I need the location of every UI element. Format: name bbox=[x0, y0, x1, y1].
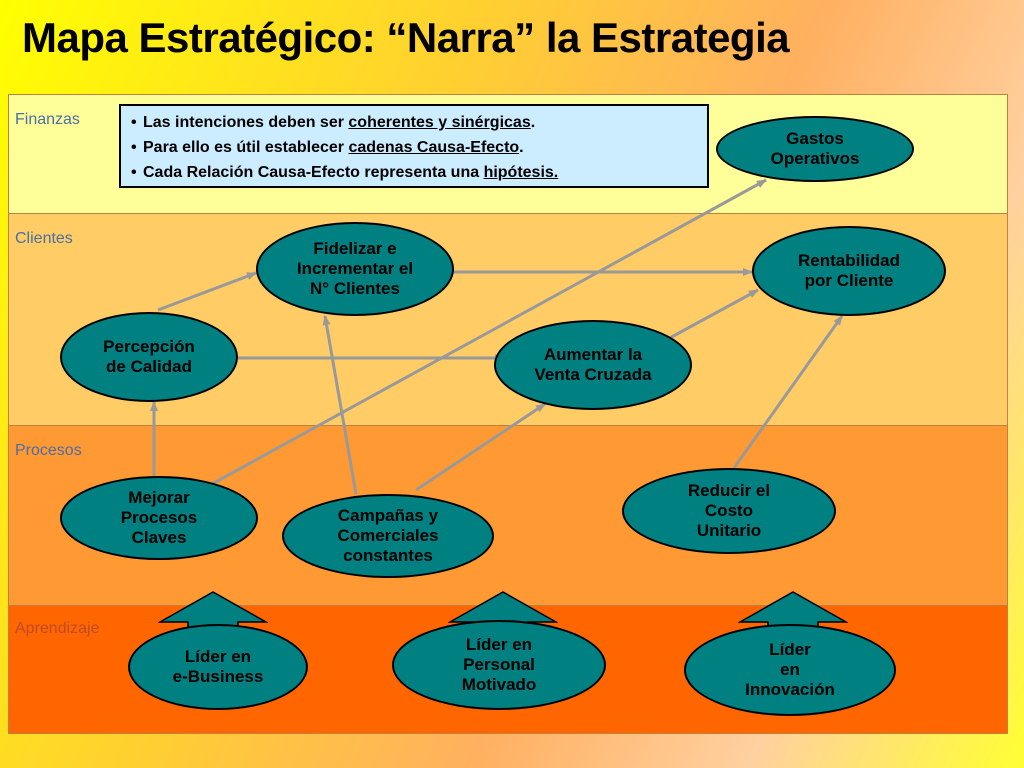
page-title: Mapa Estratégico: “Narra” la Estrategia bbox=[22, 14, 790, 61]
arrow-campanas-aumentar bbox=[415, 402, 546, 492]
note-emphasis: coherentes y sinérgicas bbox=[348, 114, 531, 131]
note-item: Las intenciones deben ser coherentes y s… bbox=[131, 110, 699, 135]
node-fidelizar: Fidelizar e Incrementar el N° Clientes bbox=[256, 222, 454, 316]
note-text: . bbox=[519, 139, 524, 156]
note-text: . bbox=[530, 114, 536, 131]
note-text: Las intenciones deben ser bbox=[143, 114, 349, 131]
note-item: Para ello es útil establecer cadenas Cau… bbox=[131, 135, 699, 160]
node-lider-innovacion: Líder en Innovación bbox=[684, 624, 896, 716]
node-reducir: Reducir el Costo Unitario bbox=[622, 468, 836, 554]
node-percepcion: Percepción de Calidad bbox=[60, 312, 238, 402]
node-campanas: Campañas y Comerciales constantes bbox=[282, 494, 494, 578]
arrow-campanas-fidelizar bbox=[322, 315, 358, 495]
note-text: Para ello es útil establecer bbox=[143, 139, 349, 156]
arrow-aumentar-rentabilidad bbox=[665, 288, 759, 342]
arrow-mejorar-gastos bbox=[211, 178, 767, 486]
band-label-procesos: Procesos bbox=[15, 442, 82, 459]
notes-box: Las intenciones deben ser coherentes y s… bbox=[119, 104, 709, 188]
node-gastos-operativos: Gastos Operativos bbox=[716, 116, 914, 182]
note-emphasis: hipótesis. bbox=[483, 164, 559, 181]
band-label-clientes: Clientes bbox=[15, 230, 73, 247]
node-lider-personal: Líder en Personal Motivado bbox=[392, 620, 606, 710]
band-label-aprendizaje: Aprendizaje bbox=[15, 620, 100, 637]
note-item: Cada Relación Causa-Efecto representa un… bbox=[131, 160, 699, 185]
note-emphasis: cadenas Causa-Efecto bbox=[348, 139, 520, 156]
band-label-finanzas: Finanzas bbox=[15, 111, 80, 128]
node-mejorar: Mejorar Procesos Claves bbox=[60, 476, 258, 560]
node-aumentar: Aumentar la Venta Cruzada bbox=[494, 320, 692, 410]
arrow-reducir-rentabilidad bbox=[732, 315, 844, 469]
node-lider-ebusiness: Líder en e-Business bbox=[128, 624, 308, 710]
note-text: Cada Relación Causa-Efecto representa un… bbox=[143, 164, 484, 181]
arrow-percepcion-fidelizar bbox=[157, 271, 257, 312]
node-rentabilidad: Rentabilidad por Cliente bbox=[752, 226, 946, 316]
